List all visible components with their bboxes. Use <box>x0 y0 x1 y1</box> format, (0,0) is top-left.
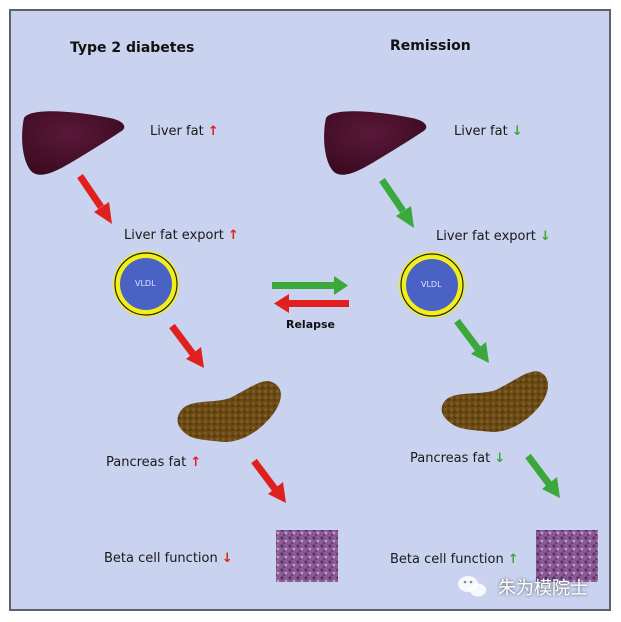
vldl-outline-left <box>114 252 178 316</box>
arrow-liver-to-export-right <box>379 178 414 228</box>
label-beta-cell-right: Beta cell function ↑ <box>390 552 519 567</box>
arrow-vldl-to-pancreas-left <box>169 323 204 368</box>
down-arrow-icon: ↓ <box>494 451 506 466</box>
beta-cell-image-left <box>276 530 338 582</box>
vldl-core-right <box>406 259 458 311</box>
down-arrow-icon: ↓ <box>540 229 551 244</box>
up-arrow-icon: ↑ <box>207 124 219 139</box>
arrow-liver-to-export-left <box>77 174 112 224</box>
wechat-icon <box>458 576 486 597</box>
vldl-label-left: VLDL <box>135 279 156 288</box>
arrow-vldl-to-pancreas-right <box>454 318 489 363</box>
liver-left <box>22 111 125 175</box>
watermark-text: 朱为模院士 <box>498 578 588 599</box>
down-arrow-icon: ↓ <box>511 124 523 139</box>
label-liver-fat-export-right: Liver fat export ↓ <box>436 229 551 244</box>
arrow-relapse-back <box>274 294 349 313</box>
arrow-pancreas-to-beta-right <box>525 453 560 498</box>
arrow-pancreas-to-beta-left <box>251 458 286 503</box>
up-arrow-icon: ↑ <box>228 228 239 243</box>
arrow-remission-forward <box>272 276 348 295</box>
vldl-label-right: VLDL <box>421 280 442 289</box>
label-liver-fat-left: Liver fat ↑ <box>150 124 219 139</box>
header-remission: Remission <box>390 38 471 54</box>
down-arrow-icon: ↓ <box>221 551 233 566</box>
label-liver-fat-right: Liver fat ↓ <box>454 124 523 139</box>
vldl-outline-right <box>400 253 464 317</box>
liver-right <box>324 111 427 175</box>
up-arrow-icon: ↑ <box>190 455 202 470</box>
header-type2-diabetes: Type 2 diabetes <box>70 40 195 56</box>
vldl-core-left <box>120 258 172 310</box>
label-pancreas-fat-right: Pancreas fat ↓ <box>410 451 506 466</box>
pancreas-right <box>441 371 549 432</box>
label-liver-fat-export-left: Liver fat export ↑ <box>124 228 239 243</box>
diagram-frame <box>9 9 611 611</box>
label-beta-cell-left: Beta cell function ↓ <box>104 551 233 566</box>
relapse-label: Relapse <box>286 318 336 331</box>
label-pancreas-fat-left: Pancreas fat ↑ <box>106 455 202 470</box>
beta-cell-image-right <box>536 530 598 582</box>
up-arrow-icon: ↑ <box>507 552 519 567</box>
pancreas-left <box>177 381 281 442</box>
